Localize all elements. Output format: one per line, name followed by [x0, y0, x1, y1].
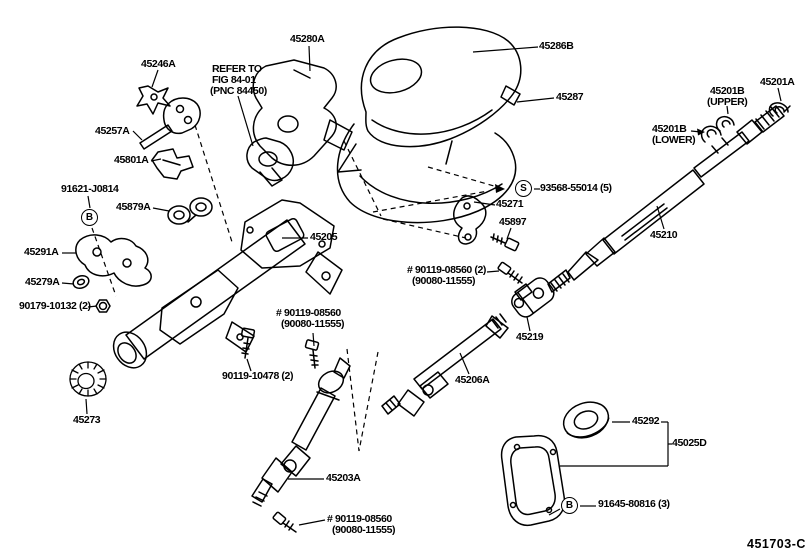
leader-lines	[61, 45, 782, 526]
part-label-08560-bottom[interactable]: # 90119-08560 (90080-11555)	[327, 513, 396, 536]
part-label-45201B-lower-number: 45201B	[652, 123, 687, 135]
part-label-08560-right-line2: (90080-11555)	[412, 275, 476, 287]
drawing-bolt-08560-left	[304, 339, 320, 369]
drawing-key-cylinder	[246, 137, 294, 187]
part-label-45201B-upper-number: 45201B	[709, 85, 745, 97]
part-label-45879A[interactable]: 45879A	[116, 201, 151, 213]
drawing-seal-45292	[562, 401, 610, 439]
part-label-45206A[interactable]: 45206A	[455, 374, 490, 386]
part-label-45286B[interactable]: 45286B	[539, 40, 574, 52]
drawing-column-cover-upper	[360, 26, 522, 148]
part-label-45279A[interactable]: 45279A	[25, 276, 60, 288]
drawing-bolt-08560-bottom	[272, 511, 297, 533]
drawing-grommet-45279A	[72, 274, 90, 290]
refer-note-line1: REFER TO	[212, 63, 262, 75]
part-label-45273[interactable]: 45273	[73, 414, 101, 426]
drawing-bolt-10478	[240, 327, 256, 359]
part-label-90119-10478[interactable]: 90119-10478 (2)	[222, 370, 294, 382]
drawing-bearing-45273	[69, 361, 107, 397]
s-arrowhead	[495, 184, 505, 193]
drawing-bolt-08560-right	[497, 261, 523, 284]
drawing-gasket-plate	[500, 434, 566, 527]
part-label-91645-80816[interactable]: 91645-80816 (3)	[598, 498, 670, 510]
figure-code: 451703-C	[747, 537, 806, 551]
part-label-08560-left[interactable]: # 90119-08560 (90080-11555)	[276, 307, 345, 330]
b-bolt-marker-bottom[interactable]: B	[561, 497, 578, 514]
refer-note-line2: FIG 84-01	[212, 74, 256, 86]
part-label-45025D[interactable]: 45025D	[672, 437, 707, 449]
drawing-ignition-housing	[252, 59, 353, 166]
drawing-nut-90179	[95, 299, 111, 313]
part-label-08560-bottom-line2: (90080-11555)	[332, 524, 396, 536]
part-label-45292[interactable]: 45292	[632, 415, 660, 427]
part-label-45291A[interactable]: 45291A	[24, 246, 59, 258]
part-label-45257A[interactable]: 45257A	[95, 125, 130, 137]
part-label-45201B-lower[interactable]: 45201B (LOWER)	[652, 123, 696, 146]
part-label-45205[interactable]: 45205	[310, 231, 338, 243]
drawing-ring-45201B-lower	[700, 125, 722, 143]
dashed-relation-lines	[91, 124, 495, 452]
drawing-column-cover-lower	[336, 123, 517, 224]
part-label-45897[interactable]: 45897	[499, 216, 527, 228]
refer-note-line3: (PNC 84450)	[210, 85, 267, 97]
part-label-90179-10132[interactable]: 90179-10132 (2)	[19, 300, 91, 312]
part-label-08560-right[interactable]: # 90119-08560 (2) (90080-11555)	[407, 265, 486, 287]
drawing-bracket-45801A	[151, 148, 194, 180]
part-label-45219[interactable]: 45219	[516, 331, 544, 343]
part-label-45203A[interactable]: 45203A	[326, 472, 361, 484]
drawing-lever-45271	[453, 195, 487, 245]
part-label-08560-left-line1: # 90119-08560	[276, 307, 341, 319]
part-label-45201A[interactable]: 45201A	[760, 76, 795, 88]
part-label-45201B-upper[interactable]: 45201B (UPPER)	[707, 85, 748, 108]
part-label-45210[interactable]: 45210	[650, 229, 678, 241]
refer-note[interactable]: REFER TO FIG 84-01 (PNC 84450)	[210, 63, 267, 97]
drawing-joint-45219	[511, 277, 555, 318]
part-label-91621-J0814[interactable]: 91621-J0814	[61, 183, 119, 195]
drawing-clamp-45246A	[136, 85, 171, 115]
drawing-contact-45879A	[167, 197, 213, 225]
drawing-ring-45201A	[768, 102, 789, 117]
drawing-ring-45201B-upper	[715, 115, 735, 132]
drawing-shaft-45206A	[381, 313, 509, 417]
part-label-45801A[interactable]: 45801A	[114, 154, 149, 166]
part-label-08560-right-line1: # 90119-08560 (2)	[407, 264, 487, 276]
drawing-bracket-45291A	[75, 234, 152, 287]
part-label-45201B-upper-note: (UPPER)	[707, 96, 748, 108]
drawing-shaft-45203A	[251, 357, 351, 507]
part-label-08560-left-line2: (90080-11555)	[281, 318, 345, 330]
part-label-45201B-lower-note: (LOWER)	[652, 134, 696, 146]
b-bolt-marker-top[interactable]: B	[81, 209, 98, 226]
drawing-screw-45897	[490, 233, 520, 252]
drawing-lever-45257A	[139, 97, 201, 150]
s-standard-part-marker[interactable]: S	[515, 180, 532, 197]
part-label-45280A[interactable]: 45280A	[290, 33, 325, 45]
part-label-08560-bottom-line1: # 90119-08560	[327, 513, 392, 525]
part-label-45271[interactable]: 45271	[496, 198, 524, 210]
part-label-93568-55014[interactable]: 93568-55014 (5)	[540, 182, 612, 194]
part-label-45287[interactable]: 45287	[556, 91, 584, 103]
part-label-45246A[interactable]: 45246A	[141, 58, 176, 70]
